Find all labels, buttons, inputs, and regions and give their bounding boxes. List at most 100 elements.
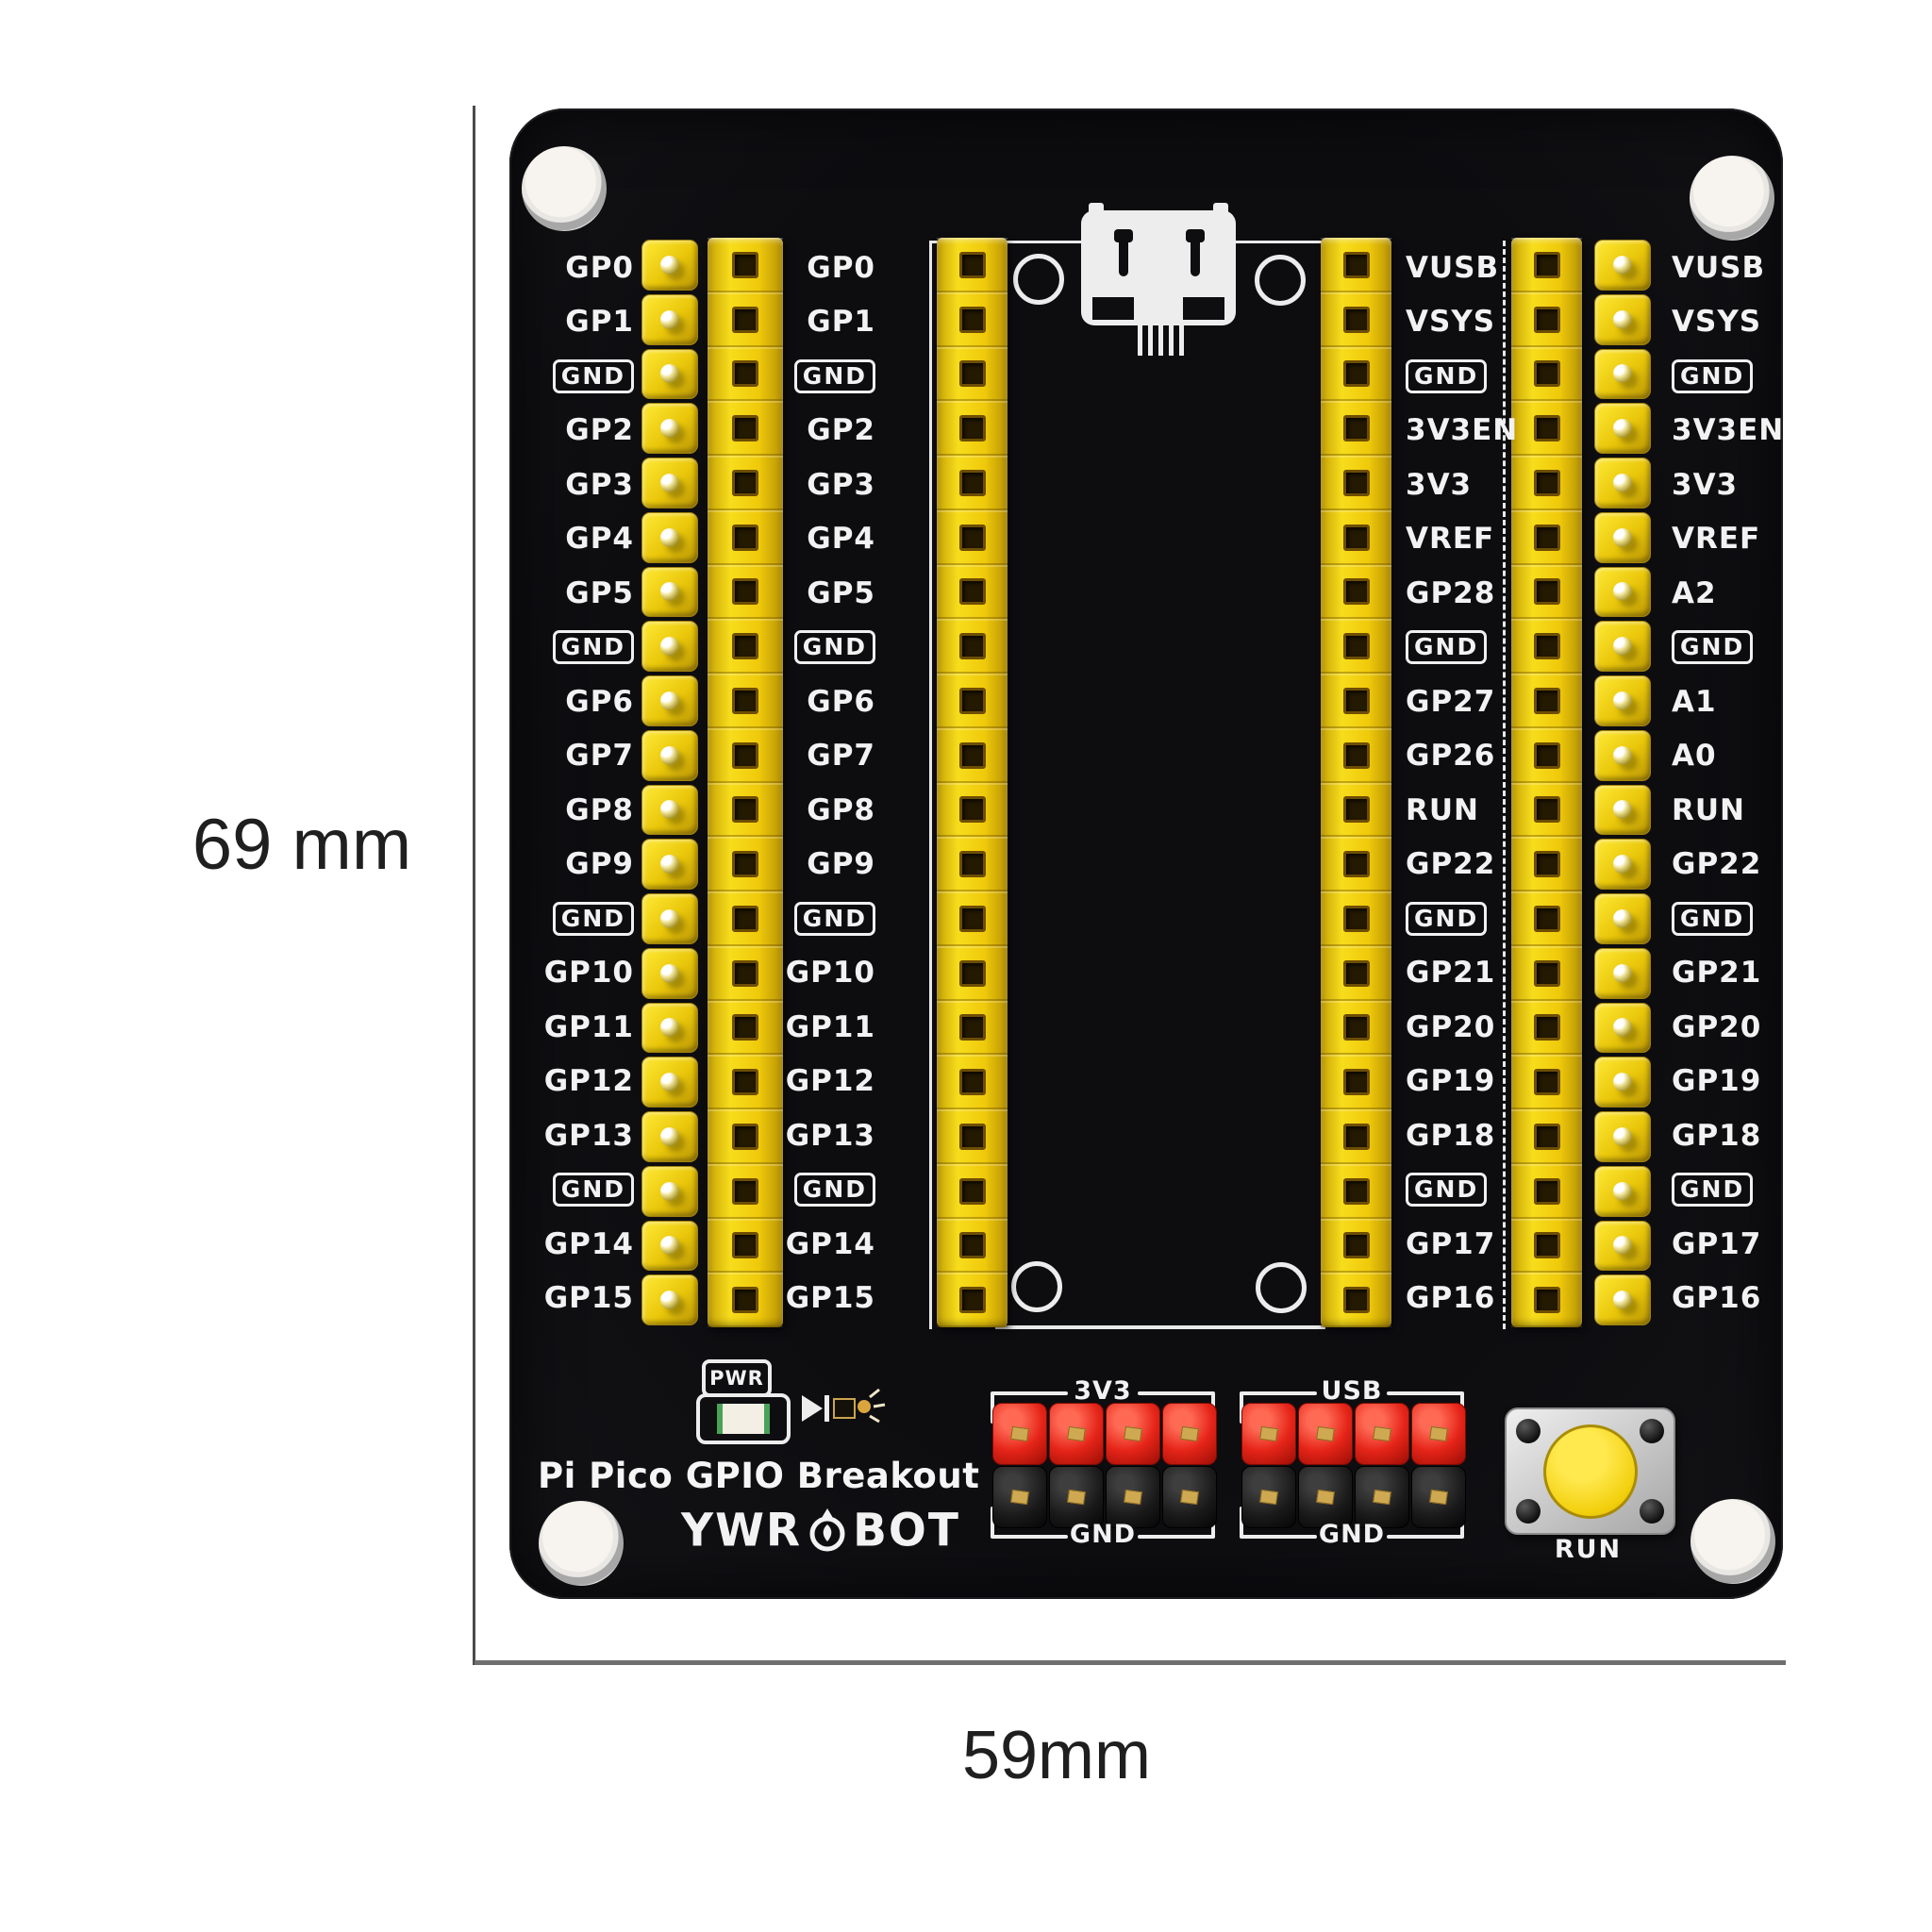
header-pin [641, 621, 698, 672]
pin-label-run: RUN [1672, 792, 1745, 827]
run-button-cap[interactable] [1543, 1424, 1638, 1519]
pin-row: GP15 [526, 1272, 634, 1326]
pin-row: GP21 [1406, 946, 1536, 1001]
header-socket [708, 782, 783, 838]
pin-tip [1613, 1236, 1632, 1256]
socket-hole [1533, 1014, 1560, 1041]
pin-label-gp12: GP12 [785, 1064, 875, 1099]
brand-logo: YWR BOT [679, 1504, 962, 1557]
header-socket [1511, 782, 1582, 838]
header-socket [1511, 1163, 1582, 1219]
pin-tip [1613, 1126, 1632, 1146]
pin-row: GND [526, 349, 634, 404]
mounting-hole [1690, 1499, 1775, 1584]
jumper-cap-red [1049, 1403, 1104, 1465]
header-pin [641, 784, 698, 836]
run-button-label: RUN [1554, 1535, 1623, 1564]
header-pin [1594, 348, 1651, 400]
pin-row: GP2 [526, 404, 634, 458]
header-pin [641, 240, 698, 291]
header-socket [708, 238, 783, 292]
pin-row: GP22 [1672, 838, 1783, 892]
header-socket [1321, 1163, 1391, 1219]
socket-hole [958, 959, 986, 987]
socket-hole [958, 633, 986, 660]
jumper-cap-row-ground [992, 1466, 1217, 1528]
header-socket [708, 837, 783, 891]
header-socket [937, 509, 1008, 565]
pin-tip [660, 1073, 679, 1092]
header-pin [641, 947, 698, 999]
jumper-cap-red [1241, 1403, 1296, 1465]
jumper-cap-black [1298, 1466, 1353, 1528]
pin-label-gp16: GP16 [1406, 1281, 1496, 1316]
socket-hole [732, 905, 758, 932]
pin-label-gp6: GP6 [565, 684, 634, 719]
socket-hole [1533, 469, 1560, 496]
pin-label-gnd: GND [552, 901, 634, 936]
pin-label-gp9: GP9 [807, 847, 875, 882]
pin-label-gnd: GND [1672, 358, 1754, 393]
mounting-hole [539, 1501, 624, 1586]
jumper-cap-red [1298, 1403, 1353, 1465]
header-pin [1594, 675, 1651, 726]
socket-hole [958, 905, 986, 932]
pin-label-gnd: GND [1406, 1173, 1488, 1208]
pin-label-gp9: GP9 [565, 847, 634, 882]
pin-row: GP20 [1672, 1000, 1783, 1055]
mounting-hole [1690, 156, 1774, 241]
socket-hole [958, 1069, 986, 1096]
socket-hole [1342, 251, 1370, 278]
header-socket [708, 291, 783, 347]
header-socket [708, 456, 783, 510]
header-pin [641, 675, 698, 726]
pin-row: GP10 [526, 946, 634, 1001]
jumper-pin [1373, 1425, 1391, 1442]
header-pin [641, 403, 698, 454]
pin-label-gp15: GP15 [543, 1281, 634, 1316]
header-pin [1594, 458, 1651, 508]
header-socket [1511, 238, 1582, 292]
header-pin [1594, 1274, 1651, 1325]
pin-tip [660, 309, 679, 329]
header-socket [937, 945, 1008, 1001]
pin-row: 3V3 [1672, 458, 1783, 512]
silkscreen-circle [1255, 255, 1306, 306]
socket-hole [1533, 415, 1560, 442]
run-button[interactable] [1505, 1407, 1675, 1535]
pin-label-3v3: 3V3 [1406, 467, 1473, 502]
header-socket [1511, 727, 1582, 783]
header-socket [1321, 782, 1391, 838]
pin-label-gp5: GP5 [807, 575, 875, 610]
pin-label-gp18: GP18 [1406, 1118, 1496, 1153]
socket-hole [732, 306, 758, 333]
pin-label-gp13: GP13 [543, 1118, 634, 1153]
socket-hole [958, 851, 986, 878]
pin-label-gp11: GP11 [785, 1009, 875, 1044]
pin-tip [660, 963, 679, 983]
pin-label-gp12: GP12 [543, 1064, 634, 1099]
header-socket [937, 346, 1008, 402]
jumper-pin [1067, 1425, 1086, 1442]
pin-label-gp0: GP0 [565, 250, 634, 285]
socket-hole [732, 796, 758, 824]
socket-hole [1342, 469, 1370, 496]
header-pin [641, 1220, 698, 1272]
header-pin [1594, 511, 1651, 563]
power-led-component [696, 1393, 791, 1444]
pin-row: GP7 [526, 729, 634, 784]
header-socket [708, 674, 783, 728]
switch-pin [1516, 1419, 1541, 1443]
header-pin [641, 1002, 698, 1054]
pin-row: VREF [1672, 512, 1783, 567]
jumper-pin [1316, 1489, 1335, 1506]
pin-row: GP19 [1406, 1055, 1536, 1109]
pin-label-gp7: GP7 [807, 739, 875, 774]
header-socket [1321, 891, 1391, 946]
pin-row: 3V3EN [1406, 404, 1536, 458]
socket-hole [732, 1232, 758, 1259]
pin-label-3v3: 3V3 [1672, 467, 1739, 502]
pin-label-gp1: GP1 [807, 305, 875, 340]
pin-label-gp21: GP21 [1406, 956, 1496, 991]
